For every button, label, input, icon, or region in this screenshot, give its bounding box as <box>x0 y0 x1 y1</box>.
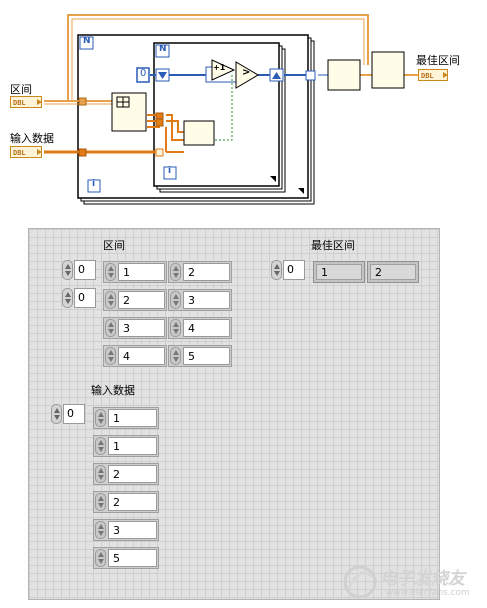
interval-cell[interactable]: 4 <box>168 317 232 339</box>
input-data-label: 输入数据 <box>10 132 54 145</box>
cell-spinner-icon[interactable] <box>95 465 106 483</box>
cell-spinner-icon[interactable] <box>105 263 116 281</box>
build-array-node[interactable] <box>371 51 405 89</box>
cell-spinner-icon[interactable] <box>105 347 116 365</box>
cell-spinner-icon[interactable] <box>95 409 106 427</box>
interval-array-label: 区间 <box>103 239 125 252</box>
input-data-cell[interactable]: 1 <box>93 407 159 429</box>
interval-cell[interactable]: 3 <box>168 289 232 311</box>
interval-col-index[interactable]: 0 <box>62 288 98 308</box>
col-index-spinner-icon[interactable] <box>62 288 73 308</box>
watermark-logo-icon <box>343 565 377 599</box>
best-interval-index[interactable]: 0 <box>271 260 307 280</box>
outer-loop-count: N <box>83 36 91 46</box>
interval-cell[interactable]: 3 <box>103 317 167 339</box>
greater-than-function[interactable]: > <box>242 67 251 78</box>
best-interval-cell: 2 <box>367 261 419 283</box>
best-interval-indicator-terminal[interactable]: DBL <box>418 69 448 81</box>
cell-spinner-icon[interactable] <box>170 291 181 309</box>
interval-row-index[interactable]: 0 <box>62 260 98 280</box>
cell-spinner-icon[interactable] <box>170 263 181 281</box>
cell-spinner-icon[interactable] <box>105 291 116 309</box>
outer-loop-iteration: i <box>92 179 96 189</box>
input-data-cell[interactable]: 2 <box>93 463 159 485</box>
cell-spinner-icon[interactable] <box>95 437 106 455</box>
input-data-cell[interactable]: 2 <box>93 491 159 513</box>
index-spinner-icon[interactable] <box>271 260 282 280</box>
inner-loop-count: N <box>159 44 167 54</box>
input-data-cell[interactable]: 3 <box>93 519 159 541</box>
input-data-cell[interactable]: 1 <box>93 435 159 457</box>
inner-loop-iteration: i <box>168 166 172 176</box>
cell-spinner-icon[interactable] <box>170 347 181 365</box>
cell-spinner-icon[interactable] <box>95 493 106 511</box>
interval-cell[interactable]: 2 <box>168 261 232 283</box>
input-data-index-value[interactable]: 0 <box>63 404 85 424</box>
interval-cell[interactable]: 4 <box>103 345 167 367</box>
watermark-text: 电子发烧友 <box>380 569 465 589</box>
cell-spinner-icon[interactable] <box>170 319 181 337</box>
best-interval-cell: 1 <box>313 261 365 283</box>
row-index-spinner-icon[interactable] <box>62 260 73 280</box>
interval-cell[interactable]: 1 <box>103 261 167 283</box>
best-interval-index-value[interactable]: 0 <box>283 260 305 280</box>
select-node[interactable] <box>183 120 215 146</box>
zero-constant[interactable]: 0 <box>140 68 147 79</box>
cell-spinner-icon[interactable] <box>95 549 106 567</box>
block-diagram: N N i i 0 +1 > 区间 DBL 输入数据 DBL 最佳区间 DBL <box>0 0 487 215</box>
col-index-value[interactable]: 0 <box>74 288 96 308</box>
watermark: 电子发烧友 www.elecfans.com <box>340 560 480 604</box>
interval-cell[interactable]: 5 <box>168 345 232 367</box>
array-subset-node[interactable] <box>327 59 361 91</box>
best-interval-array-label: 最佳区间 <box>311 239 355 252</box>
input-data-array-label: 输入数据 <box>91 384 135 397</box>
row-index-value[interactable]: 0 <box>74 260 96 280</box>
block-diagram-canvas <box>44 14 418 205</box>
interval-label: 区间 <box>10 83 32 96</box>
interval-cell[interactable]: 2 <box>103 289 167 311</box>
watermark-url: www.elecfans.com <box>386 588 470 598</box>
cell-spinner-icon[interactable] <box>105 319 116 337</box>
cell-spinner-icon[interactable] <box>95 521 106 539</box>
interval-control-terminal[interactable]: DBL <box>10 96 42 108</box>
input-data-control-terminal[interactable]: DBL <box>10 146 42 158</box>
front-panel: 区间 0 0 1 2 2 3 3 4 4 5 最佳区间 0 1 2 输入数据 0… <box>28 228 440 600</box>
index-spinner-icon[interactable] <box>51 404 62 424</box>
best-interval-label: 最佳区间 <box>416 54 460 67</box>
input-data-index[interactable]: 0 <box>51 404 87 424</box>
input-data-cell[interactable]: 5 <box>93 547 159 569</box>
increment-function[interactable]: +1 <box>213 63 226 72</box>
